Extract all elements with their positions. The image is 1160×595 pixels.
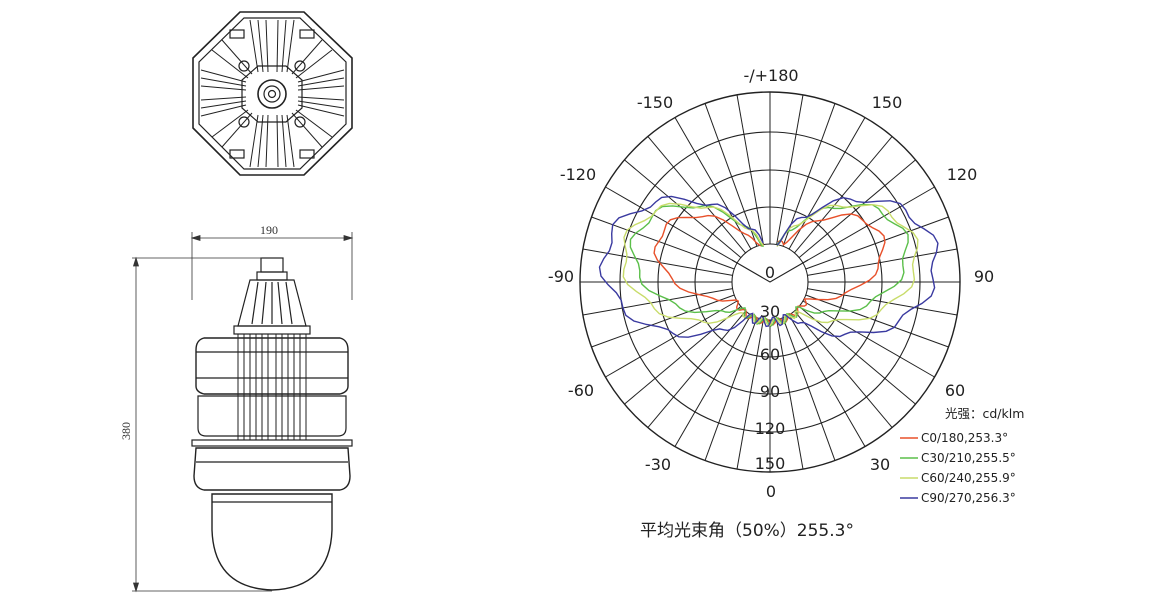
- polar-spoke: [798, 306, 916, 405]
- legend: C0/180,253.3° C30/210,255.5° C60/240,255…: [900, 431, 1016, 505]
- polar-spoke: [736, 94, 764, 245]
- polar-spoke: [776, 319, 804, 470]
- legend-item-c90: C90/270,256.3°: [921, 491, 1016, 505]
- dimension-height-label: 380: [119, 422, 133, 440]
- angle-label-n30: -30: [645, 455, 671, 474]
- lamp-side-view: [191, 257, 353, 591]
- polar-spoke: [582, 288, 733, 316]
- angle-label-60: 60: [945, 381, 965, 400]
- legend-item-c0: C0/180,253.3°: [921, 431, 1008, 445]
- polar-spoke: [674, 117, 752, 250]
- polar-spoke: [704, 317, 758, 461]
- ring-label-0: 0: [765, 263, 775, 282]
- polar-spoke: [591, 216, 735, 270]
- angle-label-n120: -120: [560, 165, 596, 184]
- polar-spoke: [782, 103, 836, 247]
- ring-label-60: 60: [760, 345, 780, 364]
- distribution-curve: [598, 195, 939, 338]
- angle-label-150: 150: [872, 93, 903, 112]
- angle-label-n90: -90: [548, 267, 574, 286]
- polar-spoke: [802, 300, 935, 378]
- angle-label-n150: -150: [637, 93, 673, 112]
- polar-spoke: [776, 94, 804, 245]
- dimension-width-label: 190: [260, 223, 278, 237]
- polar-spoke: [624, 159, 742, 258]
- beam-angle-caption: 平均光束角（50%）255.3°: [640, 521, 854, 541]
- polar-spoke: [605, 300, 738, 378]
- polar-spoke: [591, 294, 735, 348]
- intensity-unit: 光强：cd/klm: [945, 406, 1024, 421]
- polar-spoke: [605, 186, 738, 264]
- polar-spoke: [805, 216, 949, 270]
- ring-label-30: 30: [760, 302, 780, 321]
- lamp-top-view: [192, 11, 353, 176]
- polar-center-mark: [731, 259, 809, 283]
- dimension-height: [132, 256, 272, 593]
- polar-curves: [598, 195, 939, 338]
- angle-label-120: 120: [947, 165, 978, 184]
- polar-spoke: [807, 248, 958, 276]
- polar-spoke: [647, 136, 746, 254]
- angle-label-180: -/+180: [743, 66, 798, 85]
- ring-label-120: 120: [755, 419, 786, 438]
- polar-spoke: [582, 248, 733, 276]
- polar-spoke: [798, 159, 916, 258]
- polar-spoke: [782, 317, 836, 461]
- legend-item-c60: C60/240,255.9°: [921, 471, 1016, 485]
- angle-label-30: 30: [870, 455, 890, 474]
- angle-label-n60: -60: [568, 381, 594, 400]
- polar-spoke: [674, 314, 752, 447]
- polar-spoke: [704, 103, 758, 247]
- dimension-width: [190, 232, 354, 300]
- angle-label-0: 0: [766, 482, 776, 501]
- legend-item-c30: C30/210,255.5°: [921, 451, 1016, 465]
- polar-spoke: [807, 288, 958, 316]
- ring-label-150: 150: [755, 454, 786, 473]
- polar-spoke: [736, 319, 764, 470]
- polar-spoke: [624, 306, 742, 405]
- polar-spoke: [805, 294, 949, 348]
- polar-spoke: [788, 314, 866, 447]
- ring-label-90: 90: [760, 382, 780, 401]
- polar-spoke: [794, 136, 893, 254]
- polar-spoke: [794, 310, 893, 428]
- polar-grid: [579, 91, 961, 473]
- angle-label-90: 90: [974, 267, 994, 286]
